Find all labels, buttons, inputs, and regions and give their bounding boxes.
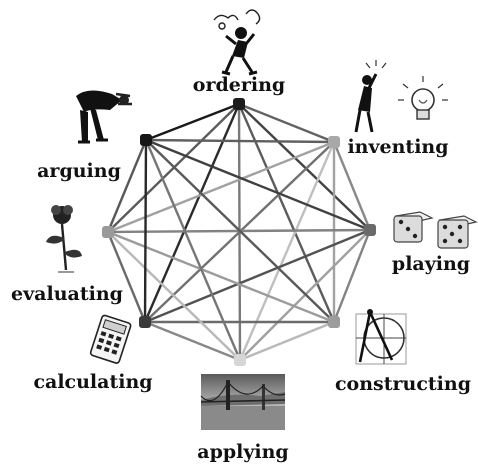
edge-calculating-arguing	[143, 139, 148, 323]
bowing-person-icon	[76, 90, 132, 144]
edge-ordering-inventing	[238, 102, 335, 144]
edge-evaluating-arguing	[106, 139, 148, 233]
inventing-label: inventing	[347, 136, 448, 158]
node-constructing	[328, 316, 340, 328]
drafting-compass-icon	[355, 309, 407, 365]
edge-inventing-arguing	[145, 138, 335, 144]
edge-applying-evaluating	[107, 231, 241, 361]
edge-playing-calculating	[144, 228, 371, 324]
node-playing	[364, 224, 376, 236]
node-inventing	[328, 136, 340, 148]
evaluating-label: evaluating	[11, 283, 123, 305]
edge-inventing-playing	[332, 141, 372, 231]
node-evaluating	[102, 226, 114, 238]
playing-label: playing	[392, 253, 470, 275]
applying-label: applying	[197, 441, 288, 463]
node-ordering	[233, 98, 245, 110]
edge-applying-calculating	[144, 320, 241, 362]
edge-inventing-applying	[238, 141, 336, 361]
golden-gate-bridge-photo	[200, 374, 286, 430]
edge-applying-arguing	[144, 139, 242, 361]
ordering-label: ordering	[193, 74, 285, 96]
edge-ordering-arguing	[145, 102, 240, 142]
edge-ordering-playing	[238, 103, 371, 231]
rose-flower-icon	[46, 205, 82, 273]
node-applying	[234, 354, 246, 366]
calculating-label: calculating	[33, 371, 152, 393]
graph-nodes	[102, 98, 376, 366]
graph-edges	[106, 102, 372, 362]
calculator-icon	[89, 314, 132, 364]
node-arguing	[140, 134, 152, 146]
edge-playing-constructing	[332, 229, 372, 323]
arguing-label: arguing	[37, 160, 121, 182]
edge-constructing-arguing	[145, 139, 335, 323]
edge-playing-arguing	[145, 138, 371, 232]
thinking-person-icon	[213, 9, 261, 76]
dice-icon	[393, 211, 478, 249]
edge-calculating-evaluating	[106, 231, 147, 323]
node-calculating	[139, 316, 151, 328]
edge-constructing-applying	[239, 320, 335, 362]
lightbulb-idea-icon	[354, 60, 448, 133]
constructing-label: constructing	[335, 373, 471, 395]
